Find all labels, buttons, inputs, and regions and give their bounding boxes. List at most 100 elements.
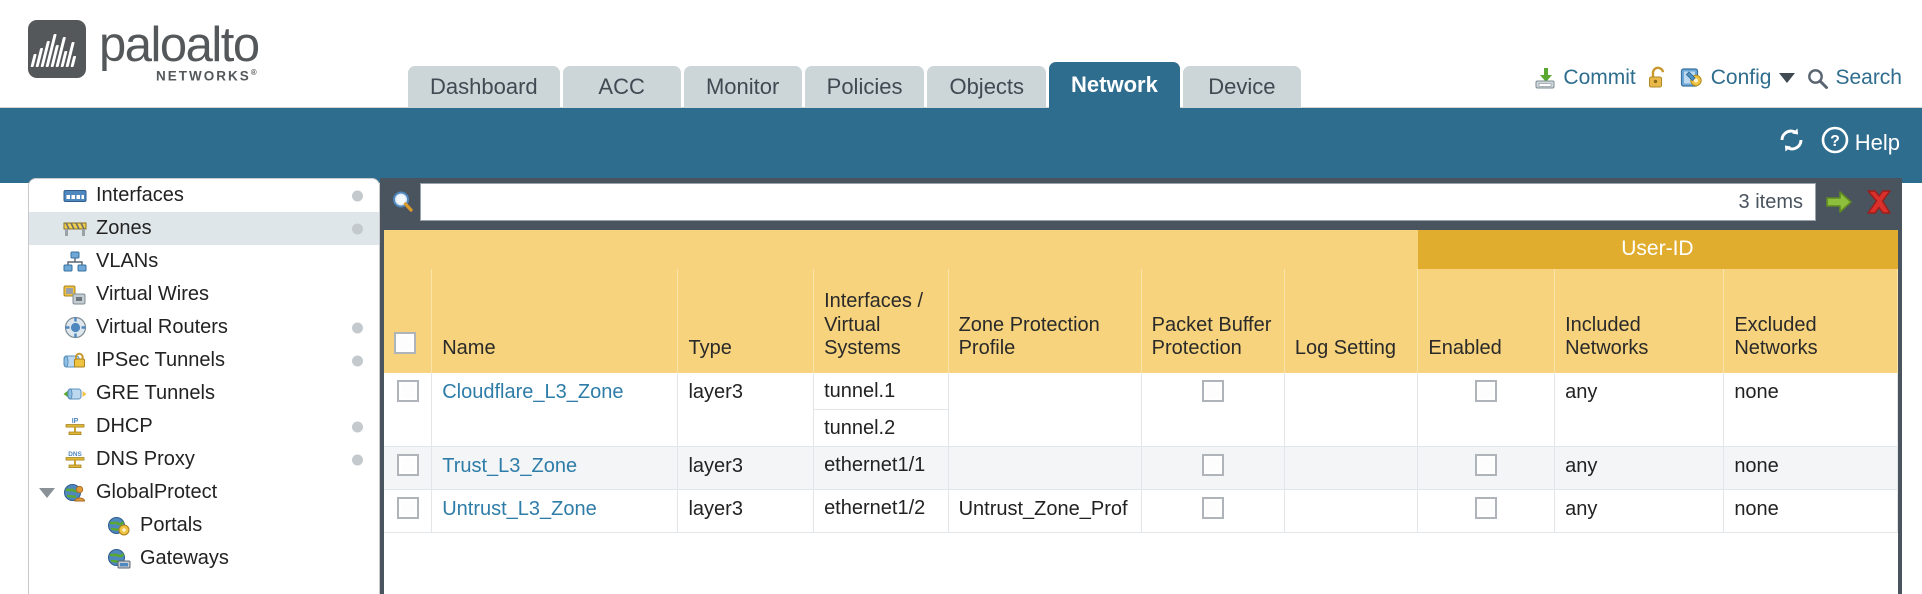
help-circle-icon: ? xyxy=(1821,126,1849,160)
cell-name: Cloudflare_L3_Zone xyxy=(431,372,679,447)
commit-icon xyxy=(1533,66,1557,90)
interface-item: tunnel.1 xyxy=(814,373,948,410)
sidebar-item-ipsec-tunnels[interactable]: IPSec Tunnels xyxy=(29,344,379,377)
sidebar-item-label: Interfaces xyxy=(96,184,184,206)
cell-user-id-enabled xyxy=(1417,372,1556,447)
status-dot xyxy=(352,421,363,432)
sidebar-item-label: Virtual Wires xyxy=(96,283,209,305)
virtual-routers-icon xyxy=(63,316,87,339)
sidebar-item-virtual-routers[interactable]: Virtual Routers xyxy=(29,311,379,344)
user-id-enabled-checkbox[interactable] xyxy=(1475,453,1498,476)
sidebar-item-label: Portals xyxy=(140,514,203,536)
apply-filter-arrow-icon[interactable] xyxy=(1822,185,1856,219)
sidebar-item-label: VLANs xyxy=(96,250,159,272)
brand-logo[interactable]: paloalto NETWORKS® xyxy=(28,20,260,84)
sidebar-item-label: Gateways xyxy=(140,547,229,569)
tab-dashboard[interactable]: Dashboard xyxy=(408,66,560,108)
tab-policies[interactable]: Policies xyxy=(804,66,925,108)
dns-proxy-icon: DNS xyxy=(63,449,87,471)
sidebar-item-portals[interactable]: Portals xyxy=(29,509,379,542)
packet-buffer-checkbox[interactable] xyxy=(1201,379,1224,402)
zone-name-link[interactable]: Cloudflare_L3_Zone xyxy=(442,380,624,403)
tab-objects[interactable]: Objects xyxy=(927,66,1047,108)
virtual-wires-icon xyxy=(63,284,87,306)
collapse-triangle-icon[interactable] xyxy=(39,487,55,498)
cell-interfaces: ethernet1/1 xyxy=(813,446,949,490)
user-id-enabled-checkbox[interactable] xyxy=(1475,496,1498,519)
sidebar-item-label: IPSec Tunnels xyxy=(96,349,225,371)
zones-table: User-ID Name Type Interfaces / Virtual S… xyxy=(384,230,1898,533)
cell-packet-buffer-protection xyxy=(1141,372,1285,447)
zones-table-body: Cloudflare_L3_Zone layer3 tunnel.1 tunne… xyxy=(384,372,1898,533)
refresh-button[interactable] xyxy=(1778,127,1805,159)
user-id-enabled-checkbox[interactable] xyxy=(1475,379,1498,402)
tab-network[interactable]: Network xyxy=(1049,62,1180,108)
zone-name-link[interactable]: Untrust_L3_Zone xyxy=(442,497,597,520)
row-checkbox[interactable] xyxy=(396,496,419,519)
cell-interfaces: ethernet1/2 xyxy=(813,489,949,533)
tab-acc[interactable]: ACC xyxy=(562,66,681,108)
cell-zone-protection-profile: Untrust_Zone_Prof xyxy=(948,489,1142,533)
refresh-icon xyxy=(1778,127,1805,159)
column-header-packet-buffer-protection[interactable]: Packet Buffer Protection xyxy=(1141,268,1285,373)
sidebar-item-dns-proxy[interactable]: DNS DNS Proxy xyxy=(29,443,379,476)
column-header-interfaces[interactable]: Interfaces / Virtual Systems xyxy=(813,268,949,373)
network-sidebar: Interfaces Zones xyxy=(28,178,380,594)
column-header-type[interactable]: Type xyxy=(677,268,815,373)
svg-text:IP: IP xyxy=(72,418,79,425)
clear-filter-close-icon[interactable] xyxy=(1862,185,1896,219)
cell-type: layer3 xyxy=(677,489,815,533)
dhcp-icon: IP xyxy=(63,416,87,438)
packet-buffer-checkbox[interactable] xyxy=(1201,496,1224,519)
column-header-name[interactable]: Name xyxy=(431,268,679,373)
row-checkbox[interactable] xyxy=(396,453,419,476)
portals-icon xyxy=(107,515,131,537)
top-action-bar: Commit xyxy=(1533,66,1902,90)
search-magnifier-icon[interactable] xyxy=(386,189,420,215)
column-header-log-setting[interactable]: Log Setting xyxy=(1284,268,1419,373)
sidebar-item-globalprotect[interactable]: GlobalProtect xyxy=(29,476,379,509)
sidebar-item-gateways[interactable]: Gateways xyxy=(29,542,379,575)
config-button[interactable]: Config xyxy=(1680,66,1796,90)
table-row[interactable]: Untrust_L3_Zone layer3 ethernet1/2 Untru… xyxy=(384,489,1898,533)
column-header-zone-protection-profile[interactable]: Zone Protection Profile xyxy=(948,268,1142,373)
column-header-excluded-networks[interactable]: Excluded Networks xyxy=(1723,268,1898,373)
svg-text:DNS: DNS xyxy=(68,451,82,458)
padlock-icon xyxy=(1647,66,1669,90)
packet-buffer-checkbox[interactable] xyxy=(1201,453,1224,476)
main-navigation-tabs: Dashboard ACC Monitor Policies Objects N… xyxy=(408,62,1301,108)
tab-device[interactable]: Device xyxy=(1182,66,1301,108)
config-wrench-icon xyxy=(1680,66,1705,90)
help-label: Help xyxy=(1854,130,1900,155)
commit-button[interactable]: Commit xyxy=(1533,66,1636,90)
sidebar-item-vlans[interactable]: VLANs xyxy=(29,245,379,278)
search-button[interactable]: Search xyxy=(1806,66,1902,90)
select-all-checkbox[interactable] xyxy=(394,332,416,355)
column-header-included-networks[interactable]: Included Networks xyxy=(1554,268,1725,373)
sidebar-item-dhcp[interactable]: IP DHCP xyxy=(29,410,379,443)
table-row[interactable]: Trust_L3_Zone layer3 ethernet1/1 xyxy=(384,446,1898,490)
sidebar-item-label: DHCP xyxy=(96,415,153,437)
filter-field[interactable]: 3 items xyxy=(420,183,1816,221)
chevron-down-icon[interactable] xyxy=(1779,73,1796,83)
sidebar-item-zones[interactable]: Zones xyxy=(29,212,379,245)
cell-name: Trust_L3_Zone xyxy=(431,446,679,490)
table-row[interactable]: Cloudflare_L3_Zone layer3 tunnel.1 tunne… xyxy=(384,372,1898,447)
cell-log-setting xyxy=(1284,372,1419,447)
group-header-user-id: User-ID xyxy=(1417,230,1898,269)
cell-user-id-enabled xyxy=(1417,446,1556,490)
zone-name-link[interactable]: Trust_L3_Zone xyxy=(442,454,578,477)
sidebar-item-gre-tunnels[interactable]: GRE Tunnels xyxy=(29,377,379,410)
help-button[interactable]: ? Help xyxy=(1821,126,1900,160)
cell-included-networks: any xyxy=(1554,489,1725,533)
column-header-enabled[interactable]: Enabled xyxy=(1417,268,1556,373)
lock-button[interactable] xyxy=(1647,66,1669,90)
status-dot xyxy=(352,190,363,201)
row-checkbox[interactable] xyxy=(396,379,419,402)
sidebar-item-interfaces[interactable]: Interfaces xyxy=(29,179,379,212)
tab-monitor[interactable]: Monitor xyxy=(683,66,802,108)
sidebar-item-virtual-wires[interactable]: Virtual Wires xyxy=(29,278,379,311)
search-input[interactable] xyxy=(433,189,1727,215)
sub-header-actions: ? Help xyxy=(1778,126,1900,160)
zones-content-panel: 3 items xyxy=(380,178,1902,594)
